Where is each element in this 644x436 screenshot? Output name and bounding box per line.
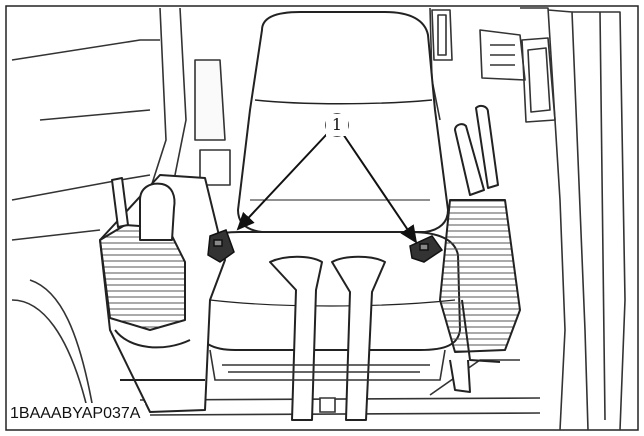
right-joystick: [440, 106, 520, 392]
callout-number: 1: [326, 114, 348, 136]
figure-id-label: 1BAAABYAP037A: [8, 403, 145, 425]
left-joystick: [100, 175, 225, 412]
seat-base: [210, 350, 445, 412]
